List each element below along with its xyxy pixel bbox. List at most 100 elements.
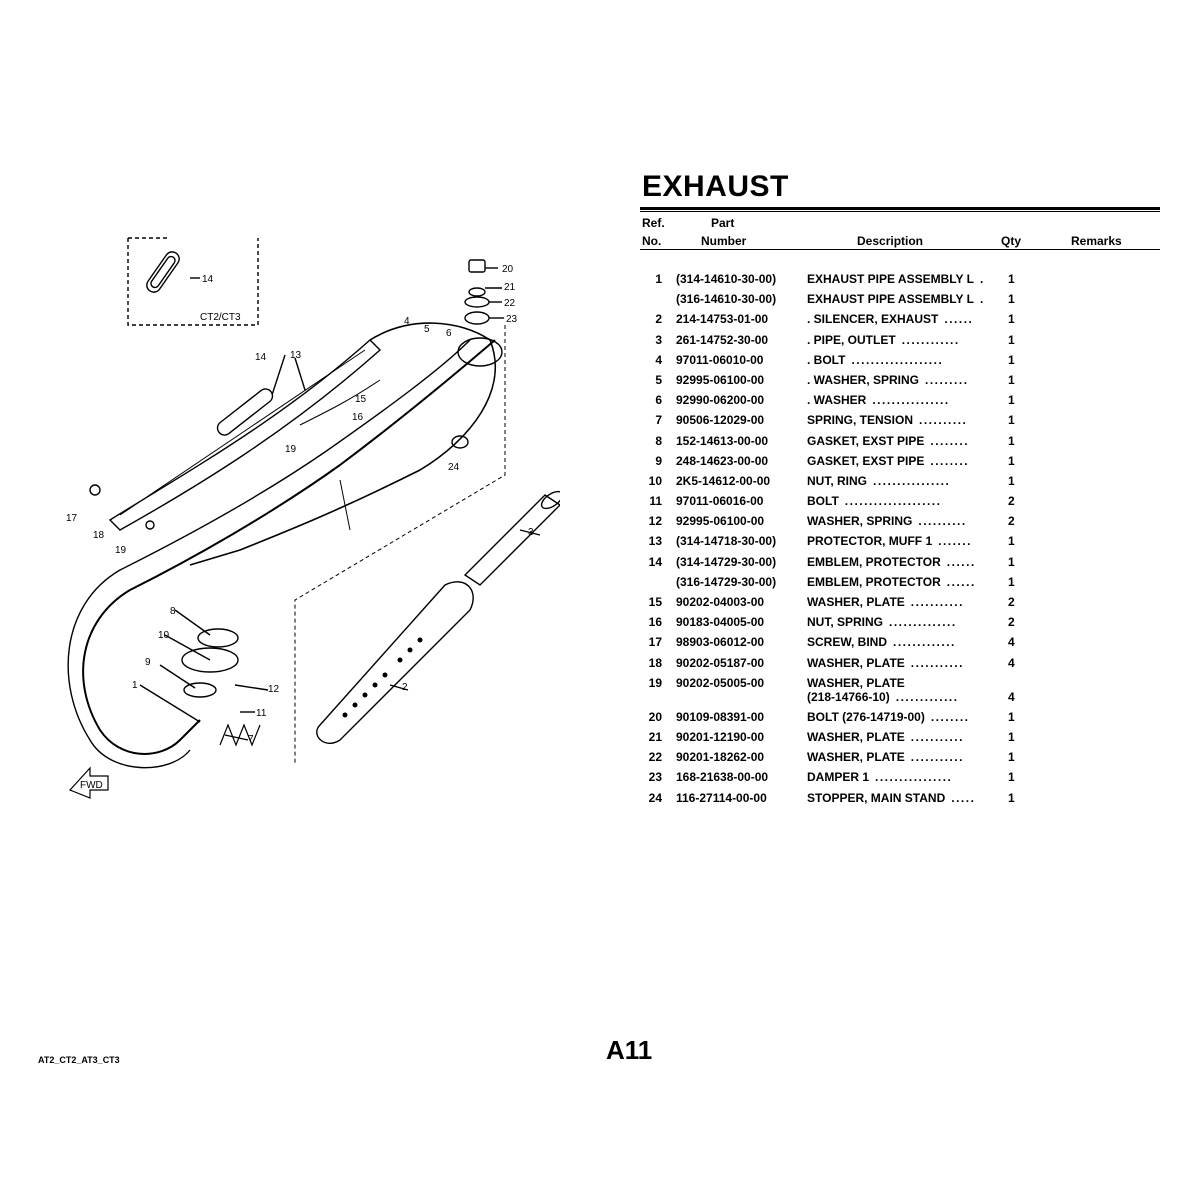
leader-dots: .......... xyxy=(918,514,967,529)
quantity: 1 xyxy=(1008,534,1015,549)
description-text: EXHAUST PIPE ASSEMBLY L xyxy=(807,272,974,286)
col-description: Description xyxy=(857,234,924,248)
callout-3: 3 xyxy=(528,527,534,538)
description-text: WASHER, PLATE xyxy=(807,675,905,690)
part-number: 92995-06100-00 xyxy=(676,372,765,387)
description: WASHER, PLATE........... xyxy=(807,730,964,744)
quantity: 1 xyxy=(1008,574,1015,589)
part-number: 90109-08391-00 xyxy=(676,709,765,724)
col-part-top: Part xyxy=(711,216,735,230)
ref-number: 15 xyxy=(648,595,662,609)
part-number: 92990-06200-00 xyxy=(676,393,765,408)
quantity: 1 xyxy=(1008,413,1015,428)
leader-dots: ............. xyxy=(895,689,959,704)
leader-dots: ...... xyxy=(944,312,974,327)
part-number: 168-21638-00-00 xyxy=(676,770,769,785)
description: EMBLEM, PROTECTOR...... xyxy=(807,555,976,569)
outlet-pipe xyxy=(463,494,560,586)
description-text: NUT, RING xyxy=(807,473,867,488)
part-number: (316-14610-30-00) xyxy=(676,292,777,307)
description-text: DAMPER 1 xyxy=(807,770,870,785)
silencer-holes xyxy=(342,637,423,718)
col-ref-top: Ref. xyxy=(642,216,665,230)
leader-dots: ................... xyxy=(851,352,944,367)
leader-dots: ............. xyxy=(893,635,956,650)
ref-number: 21 xyxy=(648,729,662,744)
description-text: SPRING, TENSION xyxy=(807,413,914,428)
stopper-24 xyxy=(451,435,469,449)
leader-dots: ........... xyxy=(910,750,964,765)
quantity: 1 xyxy=(1008,709,1015,724)
description: WASHER, PLATE........... xyxy=(807,750,964,764)
description: EXHAUST PIPE ASSEMBLY L. xyxy=(807,292,985,306)
ref-number: 20 xyxy=(648,709,662,724)
chamber-end xyxy=(457,337,503,367)
callout-1: 1 xyxy=(132,680,138,691)
callout-19: 19 xyxy=(115,545,127,556)
leader-dots: ............ xyxy=(901,332,960,347)
description: BOLT.................... xyxy=(807,494,941,508)
description: BOLT (276-14719-00)........ xyxy=(807,710,970,724)
description-text: PROTECTOR, MUFF 1 xyxy=(807,534,933,549)
leader-dots: ........... xyxy=(910,655,964,670)
ref-number: 18 xyxy=(648,655,662,670)
ref-number: 24 xyxy=(648,790,662,805)
description: WASHER, SPRING.......... xyxy=(807,514,967,528)
diagram-callouts: CT2/CT3 FWD 14 20 21 22 23 4 5 6 14 13 1… xyxy=(66,264,534,791)
ref-number: 3 xyxy=(655,332,662,347)
leader-dots: ....... xyxy=(938,534,972,549)
ref-number: 22 xyxy=(648,750,662,765)
callout-15: 15 xyxy=(355,394,367,405)
fwd-label: FWD xyxy=(80,780,103,791)
quantity: 2 xyxy=(1008,615,1015,630)
description-text: SCREW, BIND xyxy=(807,635,888,650)
quantity: 1 xyxy=(1008,729,1015,744)
description: . WASHER, SPRING......... xyxy=(807,373,969,387)
ref-number: 13 xyxy=(648,534,662,549)
ref-number: 7 xyxy=(655,413,662,428)
quantity: 4 xyxy=(1008,635,1015,650)
quantity: 2 xyxy=(1008,514,1015,529)
quantity: 1 xyxy=(1008,292,1015,307)
description: GASKET, EXST PIPE........ xyxy=(807,434,969,448)
table-row: 8 152-14613-00-00 GASKET, EXST PIPE.......… xyxy=(640,432,1160,452)
part-number: (314-14729-30-00) xyxy=(676,554,777,569)
callout-2: 2 xyxy=(402,682,408,693)
page-title: EXHAUST xyxy=(642,170,789,203)
nut-ring-10 xyxy=(181,647,239,673)
callout-13: 13 xyxy=(290,350,302,361)
table-row: 14(314-14729-30-00)EMBLEM, PROTECTOR....… xyxy=(640,553,1160,573)
washer-21 xyxy=(468,287,486,297)
quantity: 2 xyxy=(1008,595,1015,609)
part-number: 90202-04003-00 xyxy=(676,595,765,609)
description: . BOLT................... xyxy=(807,353,943,367)
description-text: NUT, SPRING xyxy=(807,615,884,630)
description-text: . BOLT xyxy=(807,352,846,367)
description: . PIPE, OUTLET............ xyxy=(807,333,960,347)
callout-14-inset: 14 xyxy=(202,274,214,285)
washer-19 xyxy=(145,520,155,530)
part-number: 261-14752-30-00 xyxy=(676,332,769,347)
part-number: (314-14718-30-00) xyxy=(676,534,777,549)
emblem-14 xyxy=(216,388,274,436)
title-rule xyxy=(640,207,1160,210)
description: STOPPER, MAIN STAND..... xyxy=(807,791,975,805)
table-row: (316-14729-30-00)EMBLEM, PROTECTOR......… xyxy=(640,573,1160,593)
description-text: EMBLEM, PROTECTOR xyxy=(807,574,941,589)
description: . SILENCER, EXHAUST...... xyxy=(807,312,973,326)
callout-11: 11 xyxy=(256,708,267,719)
description-text: BOLT (276-14719-00) xyxy=(807,709,925,724)
header-rule xyxy=(640,249,1160,250)
description-text: EMBLEM, PROTECTOR xyxy=(807,554,941,569)
ref-number: 8 xyxy=(655,433,662,448)
part-number: 152-14613-00-00 xyxy=(676,433,769,448)
quantity: 1 xyxy=(1008,453,1015,468)
callout-21: 21 xyxy=(504,282,516,293)
leader-dots: ..... xyxy=(951,790,976,805)
part-number: 90201-18262-00 xyxy=(676,750,765,765)
leader-dots: .......... xyxy=(919,413,968,428)
description-text: . WASHER, SPRING xyxy=(807,372,920,387)
